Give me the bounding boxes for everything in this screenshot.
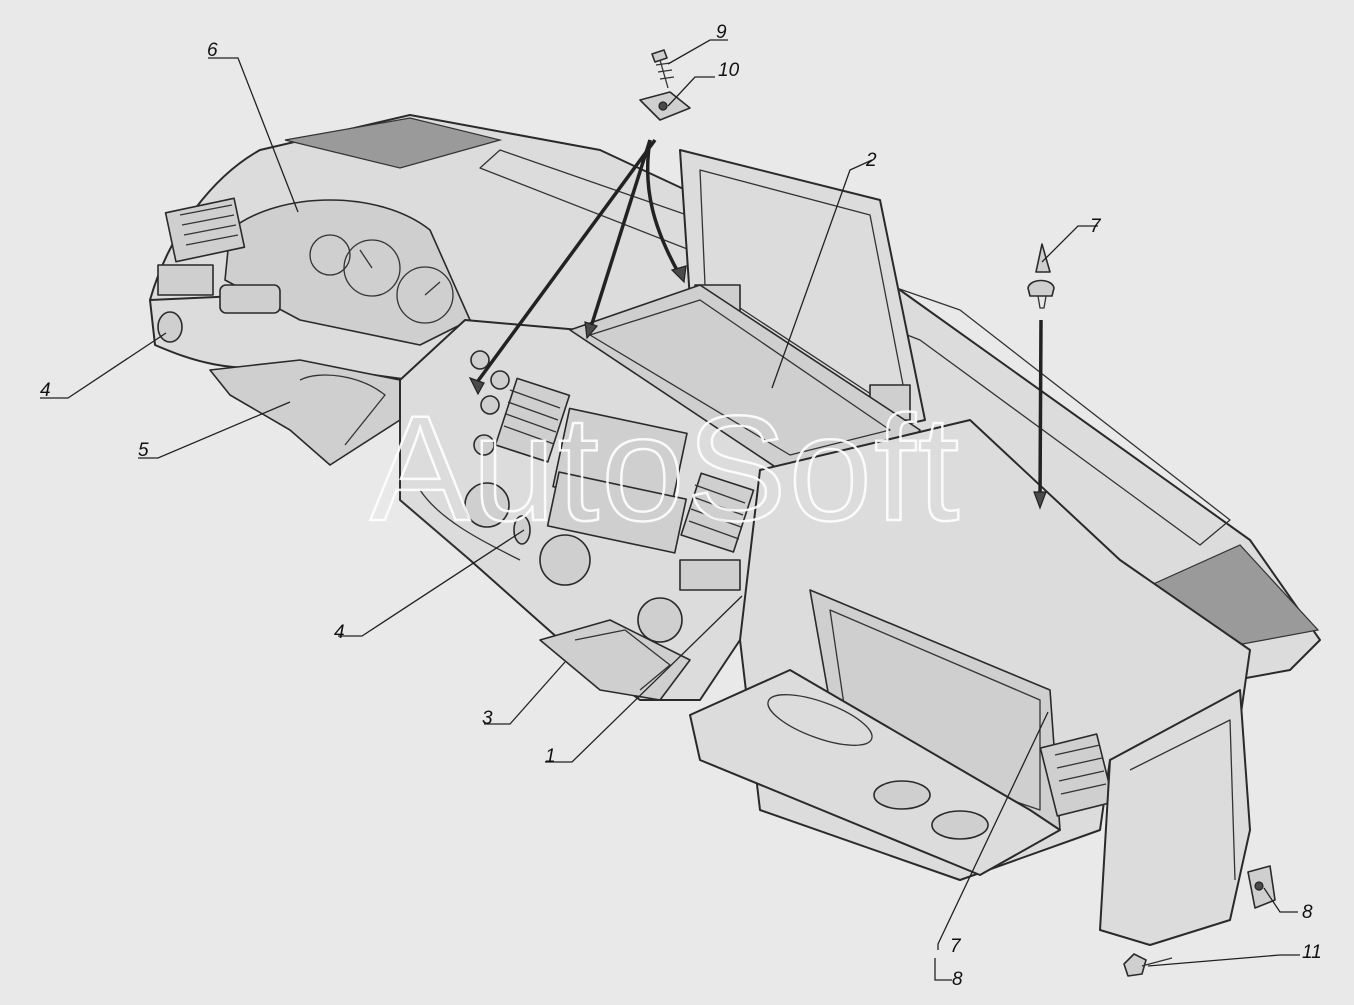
gauge-speedometer: [343, 239, 401, 297]
callout-1: 1: [545, 746, 556, 767]
heater-control-knob-left: [539, 534, 591, 586]
switch-block-left: [157, 264, 214, 296]
center-vent-right: [680, 472, 755, 553]
speaker-grille-left: [284, 117, 503, 169]
center-round-control: [464, 482, 510, 528]
callout-4-left: 4: [40, 380, 51, 401]
callout-8-glovebox: 8: [952, 969, 963, 990]
callout-7-pin: 7: [1090, 216, 1102, 237]
switch-block-center: [679, 559, 741, 591]
fastener-bracket-8: [1247, 865, 1276, 909]
callout-5: 5: [138, 440, 149, 461]
fastener-pin-7: [1027, 243, 1055, 309]
console-switch: [513, 515, 531, 545]
light-switch-knob: [157, 311, 183, 343]
lower-trim-panel: [209, 359, 401, 466]
center-vent-left: [494, 377, 571, 463]
callout-6: 6: [207, 40, 218, 61]
gauge-small: [309, 234, 351, 276]
heater-control-knob-right: [637, 597, 683, 643]
radio-slot: [546, 471, 687, 554]
fastener-clip-10: [639, 91, 691, 121]
callout-9: 9: [716, 22, 727, 43]
callout-7-glovebox: 7: [950, 936, 962, 957]
fastener-screw-9: [651, 49, 675, 89]
assembly-arrows: [468, 138, 1047, 510]
callout-11: 11: [1302, 942, 1322, 963]
callout-4-center: 4: [334, 622, 345, 643]
callout-10: 10: [718, 60, 740, 81]
dashboard-panel: [149, 114, 1321, 946]
fastener-screw-11: [1123, 953, 1173, 977]
panel-slot: [219, 284, 281, 314]
cup-holder-left: [873, 780, 931, 810]
gauge-tachometer: [396, 266, 454, 324]
callout-2: 2: [865, 150, 877, 171]
cup-holder-right: [931, 810, 989, 840]
right-end-cap: [1099, 689, 1251, 946]
watermark-text: AutoSoft: [370, 384, 961, 552]
callout-labels: 6 9 10 2 7 4 5 4 3 1 7 8 8 11: [40, 22, 1322, 990]
callout-8-bracket: 8: [1302, 902, 1313, 923]
leader-lines: [40, 39, 1300, 981]
callout-3: 3: [482, 708, 493, 729]
